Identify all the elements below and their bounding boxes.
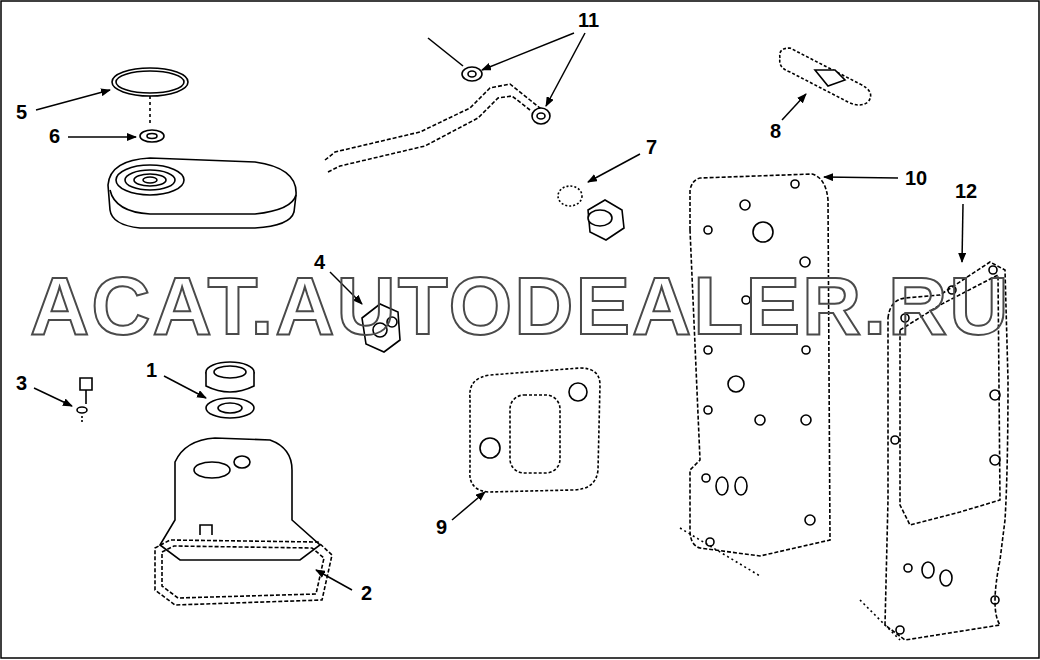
- callout-number: 8: [770, 121, 781, 141]
- callout-number: 10: [905, 168, 927, 188]
- callout-number: 3: [16, 373, 27, 393]
- callout-number: 11: [578, 10, 599, 30]
- callout-number: 7: [646, 137, 657, 157]
- callout-number: 12: [955, 181, 977, 201]
- callout-number: 2: [361, 583, 372, 603]
- callout-number: 1: [146, 360, 157, 380]
- callout-number: 6: [49, 126, 60, 146]
- watermark: ACAT.AUTODEALER.RU: [30, 265, 1011, 347]
- callout-number: 9: [436, 517, 447, 537]
- callout-number: 5: [16, 102, 27, 122]
